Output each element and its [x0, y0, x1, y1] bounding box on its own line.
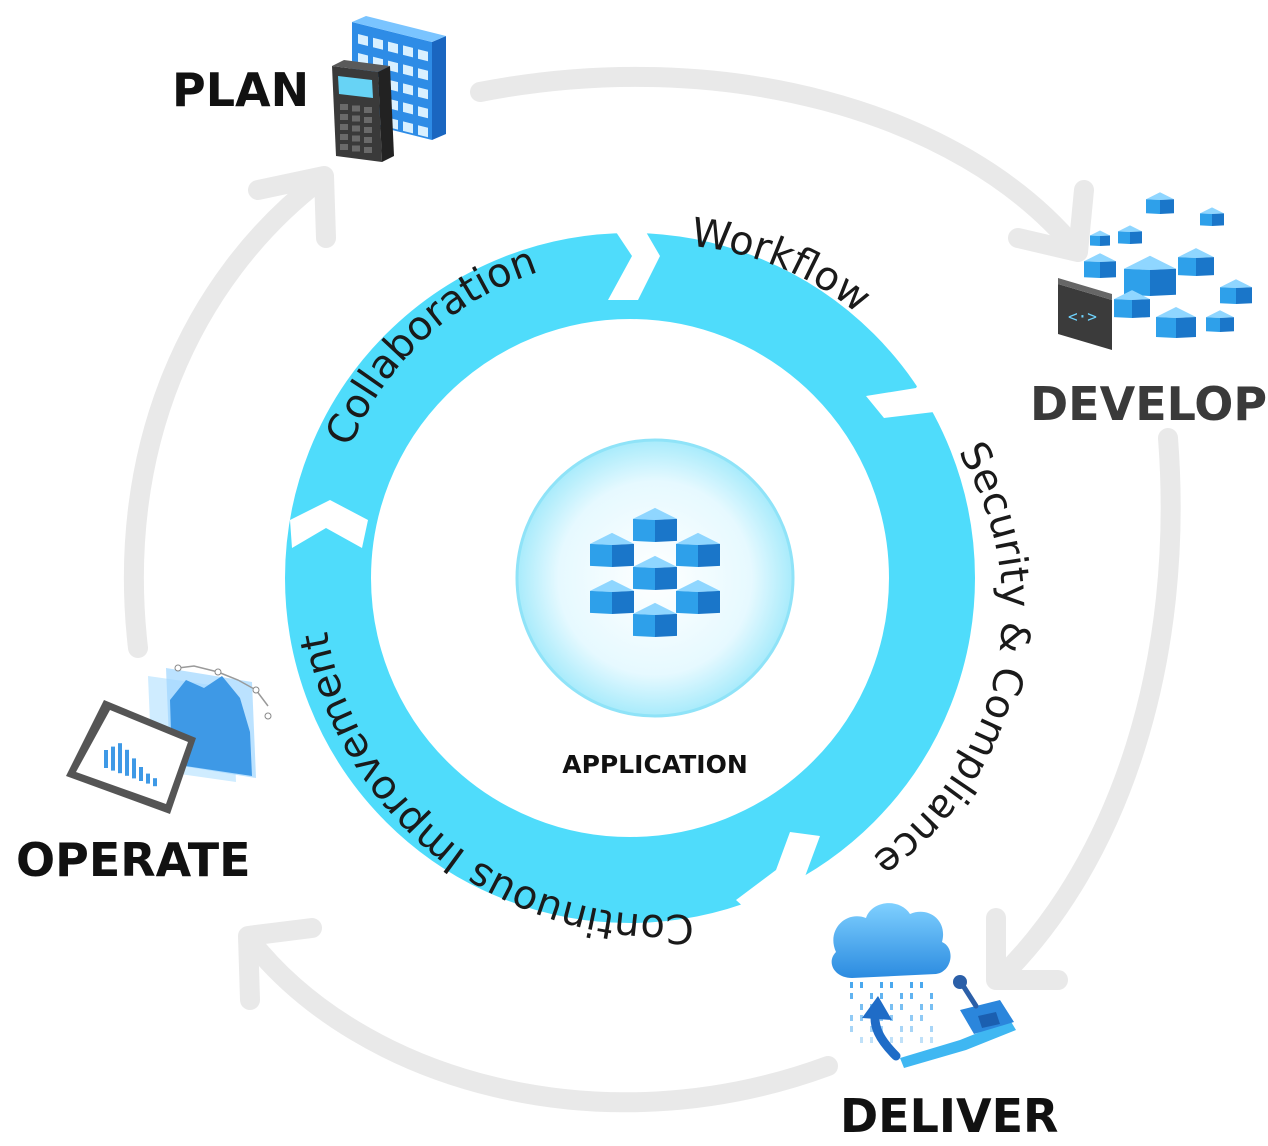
develop-cube [1118, 225, 1142, 244]
calculator-keys [340, 104, 372, 153]
center-cube [590, 579, 634, 614]
develop-cube [1156, 307, 1196, 338]
center-cube [590, 532, 634, 567]
phase-plan: PLAN [172, 16, 446, 162]
phase-develop: <·> DEVELOP [1030, 192, 1267, 431]
center-cube [633, 507, 677, 542]
tablet-bar-chart [104, 743, 157, 787]
ring-notch-collab-workflow [600, 208, 660, 300]
center-cube [676, 532, 720, 567]
ring-notch-improvement-collab [290, 500, 368, 548]
arrow-deliver-to-operate [240, 930, 838, 1113]
phase-label-operate: OPERATE [16, 833, 251, 887]
develop-cube [1200, 207, 1224, 226]
develop-cube [1146, 192, 1174, 214]
arrowhead-deliver [986, 908, 1068, 990]
develop-cube [1178, 248, 1214, 276]
outer-cycle-arrows [123, 66, 1181, 1113]
arrowhead-develop [1008, 180, 1094, 262]
center-cube [676, 579, 720, 614]
monitor-chart-icon [66, 664, 272, 814]
center-application: APPLICATION [515, 438, 795, 779]
ring-notch-workflow-security [866, 344, 962, 418]
cube-cluster-icon [590, 507, 720, 637]
code-blocks-icon: <·> [1058, 192, 1252, 350]
center-cube [633, 555, 677, 590]
develop-cube [1084, 253, 1116, 278]
arrow-operate-to-plan [123, 170, 330, 658]
develop-cube [1220, 279, 1252, 304]
center-cube [633, 602, 677, 637]
ring-notch-security-improvement [736, 832, 820, 920]
svg-text:<·>: <·> [1068, 307, 1097, 326]
arrow-develop-to-deliver [990, 428, 1181, 988]
develop-cube [1114, 290, 1150, 318]
phase-label-plan: PLAN [172, 63, 309, 117]
phase-operate: OPERATE [16, 664, 272, 887]
data-rain [850, 982, 933, 1043]
arrowhead-operate [238, 918, 322, 1010]
phase-deliver: DELIVER [831, 903, 1058, 1143]
develop-cube [1090, 230, 1110, 246]
develop-cube [1124, 255, 1176, 296]
calculator-calendar-icon [332, 16, 446, 162]
arrowhead-plan [248, 166, 336, 248]
develop-cube [1206, 310, 1234, 332]
phase-label-develop: DEVELOP [1030, 377, 1267, 431]
arrow-plan-to-develop [470, 66, 1085, 258]
phase-label-deliver: DELIVER [840, 1089, 1058, 1143]
center-label: APPLICATION [562, 750, 748, 779]
cloud-lever-icon [831, 903, 1016, 1068]
